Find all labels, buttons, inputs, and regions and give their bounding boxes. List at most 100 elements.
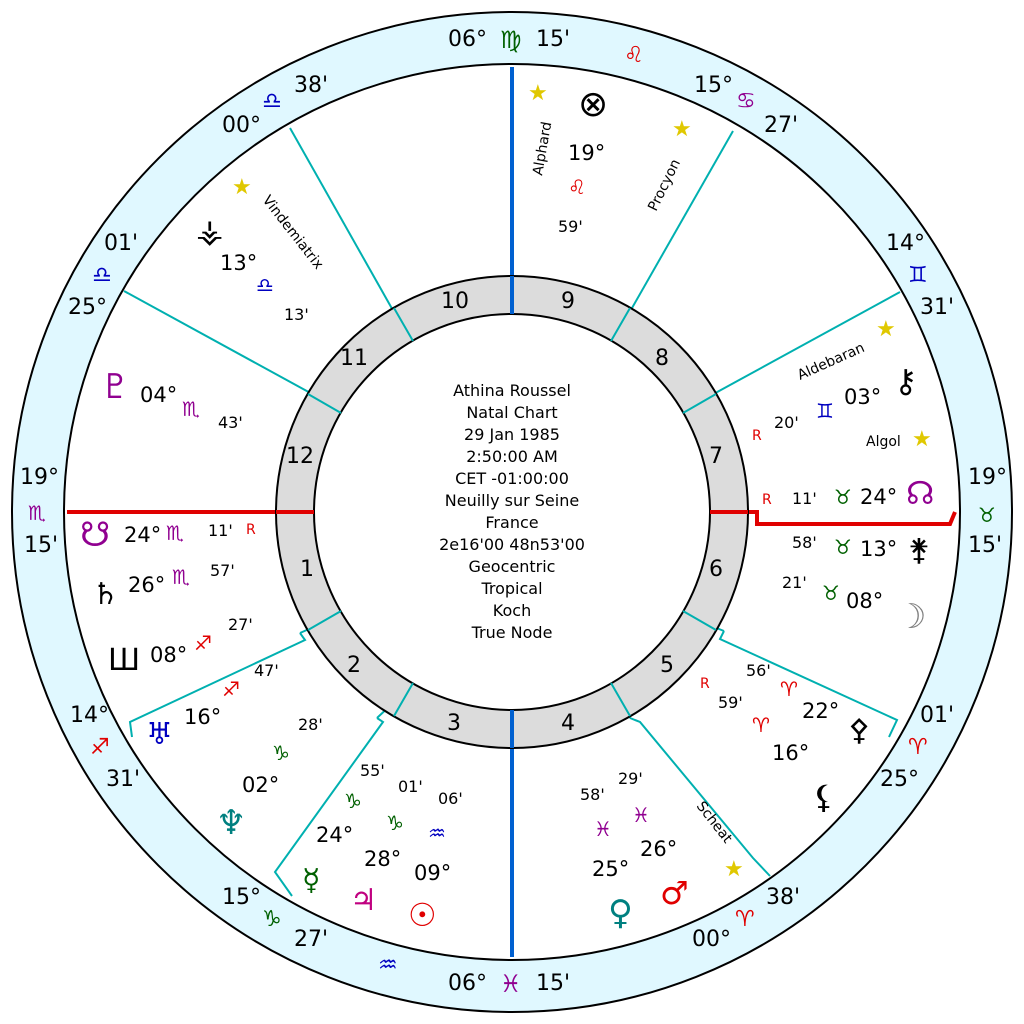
intercepted-sign-house-9: ♌ (624, 43, 644, 68)
dsc-degree: 19° (968, 465, 1007, 490)
jupiter-minute: 01' (398, 777, 423, 796)
cusp-labels: 06° ♍ 15' 06° ♓ 15' 19° ♏ 15' 19° ♉ 15' … (20, 26, 1007, 998)
lilith-icon: ⚸ (812, 778, 835, 816)
south-node-sign: ♏ (166, 521, 184, 545)
star-icon: ★ (672, 117, 692, 142)
house-number-2: 2 (347, 653, 361, 678)
pluto-sign: ♏ (182, 397, 200, 421)
north-node-minute: 11' (792, 489, 817, 508)
juno-degree: 13° (860, 537, 897, 561)
c11-degree: 00° (222, 113, 261, 138)
saturn-icon: ♄ (92, 577, 119, 612)
mars-sign: ♓ (632, 803, 650, 827)
jupiter-degree: 28° (364, 847, 401, 871)
fixed-star-label: Algol (866, 434, 901, 450)
c8-sign: ♊ (908, 263, 928, 288)
info-line: True Node (471, 623, 553, 642)
star-icon: ★ (528, 81, 548, 106)
saturn-sign: ♏ (172, 565, 190, 589)
pluto-icon: ♇ (100, 367, 130, 407)
house-number-9: 9 (561, 289, 575, 314)
vesta-sign: ♎ (256, 273, 274, 297)
ic-degree: 06° (448, 971, 487, 996)
jupiter-icon: ♃ (350, 883, 377, 918)
c2-sign: ♐ (90, 735, 110, 760)
c9-sign: ♋ (736, 89, 756, 114)
mars-icon: ♂ (660, 874, 689, 912)
moon-sign: ♉ (822, 581, 840, 605)
moon-degree: 08° (846, 589, 883, 613)
star-icon: ★ (232, 175, 252, 200)
house-number-1: 1 (300, 557, 314, 582)
north-node-degree: 24° (860, 485, 897, 509)
mercury-icon: ☿ (302, 863, 320, 898)
chiron-sign: ♊ (816, 399, 834, 423)
c2-minute: 31' (106, 767, 140, 792)
planet-placements: ⊗ 19° ♌ 59' ⚶ 13° ♎ 13' ♇ 04° ♏ 43' ☋ 24… (80, 84, 934, 934)
south-node-minute: 11' (208, 521, 233, 540)
info-line: Natal Chart (466, 403, 557, 422)
intercepted-sign-house-3: ♒ (378, 953, 398, 978)
c9-minute: 27' (764, 113, 798, 138)
info-line: 2:50:00 AM (466, 447, 558, 466)
neptune-degree: 02° (242, 773, 279, 797)
c5-degree: 00° (692, 927, 731, 952)
saturn-minute: 57' (210, 561, 235, 580)
chiron-degree: 03° (844, 385, 881, 409)
juno-minute: 58' (792, 533, 817, 552)
lilith-degree: 16° (772, 741, 809, 765)
juno-icon: ⚵ (908, 533, 930, 568)
sun-sign: ♒ (428, 821, 446, 845)
chart-info-block: Athina Roussel Natal Chart 29 Jan 1985 2… (439, 381, 585, 642)
c6-degree: 25° (880, 767, 919, 792)
uranus-sign: ♐ (222, 677, 240, 701)
info-line: 2e16'00 48n53'00 (439, 535, 585, 554)
c2-degree: 14° (70, 703, 109, 728)
c8-degree: 14° (886, 231, 925, 256)
chiron-icon: ⚷ (894, 362, 917, 400)
venus-icon: ♀ (608, 893, 633, 933)
pallas-degree: 22° (802, 699, 839, 723)
fortune-degree: 19° (568, 141, 605, 165)
mc-minute: 15' (536, 27, 570, 52)
vesta-degree: 13° (220, 251, 257, 275)
c6-sign: ♈ (908, 735, 928, 760)
lilith-minute: 59' (718, 693, 743, 712)
north-node-icon: ☊ (906, 474, 934, 512)
star-icon: ★ (912, 427, 932, 452)
c9-degree: 15° (694, 73, 733, 98)
house-ring-dividers (276, 276, 748, 748)
info-line: France (485, 513, 538, 532)
info-line: 29 Jan 1985 (464, 425, 560, 444)
asc-sign: ♏ (28, 501, 46, 525)
pluto-degree: 04° (140, 383, 177, 407)
mercury-degree: 24° (316, 823, 353, 847)
north-node-sign: ♉ (834, 485, 852, 509)
info-line: Geocentric (469, 557, 556, 576)
moon-minute: 21' (782, 573, 807, 592)
house-number-11: 11 (340, 346, 368, 371)
retrograde-icon: R (700, 676, 710, 692)
juno-sign: ♉ (834, 535, 852, 559)
c8-minute: 31' (920, 295, 954, 320)
c12-sign: ♎ (92, 263, 112, 288)
retrograde-icon: R (246, 522, 256, 538)
mars-degree: 26° (640, 837, 677, 861)
info-line: Athina Roussel (453, 381, 571, 400)
lilith-sign: ♈ (752, 713, 770, 737)
c5-minute: 38' (766, 885, 800, 910)
uranus-degree: 16° (184, 705, 221, 729)
chiron-minute: 20' (774, 413, 799, 432)
c3-minute: 27' (294, 927, 328, 952)
neptune-minute: 28' (298, 715, 323, 734)
dsc-minute: 15' (968, 533, 1002, 558)
venus-degree: 25° (592, 857, 629, 881)
house-number-10: 10 (441, 289, 469, 314)
sun-degree: 09° (414, 861, 451, 885)
saturn-degree: 26° (128, 573, 165, 597)
vesta-minute: 13' (284, 305, 309, 324)
mc-degree: 06° (448, 27, 487, 52)
pallas-minute: 56' (746, 661, 771, 680)
planet-sign: ♐ (194, 631, 212, 655)
